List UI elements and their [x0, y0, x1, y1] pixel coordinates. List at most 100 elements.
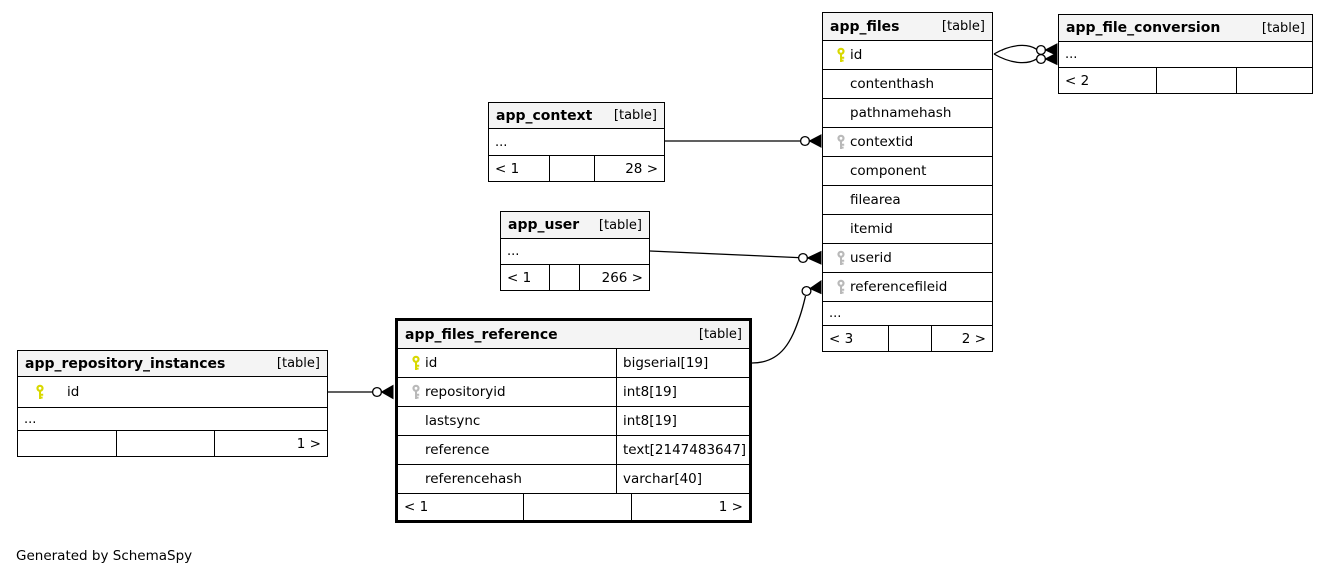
column-type: int8[19]	[616, 378, 749, 406]
column-row-itemid: itemid	[823, 215, 992, 244]
table-header[interactable]: app_user [table]	[501, 212, 649, 239]
footer-right-cell: 2 >	[931, 326, 992, 351]
table-footer: < 1 1 >	[398, 494, 749, 520]
more-columns-ellipsis: ...	[823, 302, 992, 326]
table-footer: < 1 266 >	[501, 265, 649, 290]
table-name: app_user	[508, 217, 580, 233]
table-badge: [table]	[1261, 20, 1305, 36]
column-type: text[2147483647]	[616, 436, 749, 464]
table-name: app_file_conversion	[1066, 20, 1221, 36]
table-app_files_reference[interactable]: app_files_reference[table]id bigserial[19…	[395, 318, 752, 523]
rel-app_files-app_file_conversion-2	[993, 52, 1058, 66]
column-row-pathnamehash: pathnamehash	[823, 99, 992, 128]
footer-left-cell: < 2	[1065, 72, 1090, 89]
rel-app_user-app_files	[649, 250, 822, 265]
footer-right-cell: 266 >	[579, 265, 649, 290]
footer-center-cell	[1156, 68, 1236, 93]
table-footer: 1 >	[18, 431, 327, 456]
column-type: bigserial[19]	[616, 349, 749, 377]
footer-left-cell: < 1	[507, 269, 532, 286]
column-name: pathnamehash	[850, 105, 952, 121]
table-header[interactable]: app_files_reference[table]	[398, 321, 749, 349]
primary-key-icon	[836, 47, 845, 62]
table-footer: < 3 2 >	[823, 326, 992, 351]
column-row-contenthash: contenthash	[823, 70, 992, 99]
column-name: component	[850, 163, 927, 179]
column-name: id	[67, 384, 80, 400]
table-header[interactable]: app_context [table]	[489, 103, 664, 129]
footer-left-cell: < 1	[404, 499, 429, 515]
footer-left-cell	[18, 431, 116, 456]
schemaspy-credit: Generated by SchemaSpy	[16, 548, 193, 564]
table-app_file_conversion[interactable]: app_file_conversion [table]... < 2	[1058, 14, 1313, 94]
footer-right-cell	[1236, 68, 1312, 93]
table-app_files[interactable]: app_files [table] id contenthash pathnamehas…	[822, 12, 993, 352]
more-columns-ellipsis: ...	[1059, 42, 1312, 68]
column-row-lastsync: lastsync int8[19]	[398, 407, 749, 436]
foreign-key-icon	[836, 250, 845, 265]
column-name: itemid	[850, 221, 893, 237]
column-row-userid: userid	[823, 244, 992, 273]
table-badge: [table]	[276, 356, 320, 371]
column-type: varchar[40]	[616, 465, 749, 493]
column-name: contextid	[850, 134, 914, 150]
table-header[interactable]: app_repository_instances [table]	[18, 351, 327, 377]
column-name: referencefileid	[850, 279, 948, 295]
footer-left-cell: < 1	[495, 160, 520, 177]
column-row-id: id	[18, 377, 327, 408]
column-row-repositoryid: repositoryid int8[19]	[398, 378, 749, 407]
more-columns-ellipsis: ...	[501, 239, 649, 265]
column-row-filearea: filearea	[823, 186, 992, 215]
column-row-reference: reference text[2147483647]	[398, 436, 749, 465]
column-row-id: id bigserial[19]	[398, 349, 749, 378]
column-row-referencehash: referencehash varchar[40]	[398, 465, 749, 494]
column-row-component: component	[823, 157, 992, 186]
column-name: filearea	[850, 192, 901, 208]
primary-key-icon	[411, 355, 420, 370]
table-header[interactable]: app_files [table]	[823, 13, 992, 41]
column-name: userid	[850, 250, 892, 266]
column-name: lastsync	[425, 413, 481, 429]
column-name: repositoryid	[425, 384, 506, 400]
column-row-contextid: contextid	[823, 128, 992, 157]
table-badge: [table]	[598, 217, 642, 233]
footer-left-cell: < 3	[829, 330, 854, 347]
table-badge: [table]	[941, 19, 985, 34]
column-name: contenthash	[850, 76, 935, 92]
footer-center-cell	[549, 156, 594, 181]
column-row-referencefileid: referencefileid	[823, 273, 992, 302]
column-name: id	[425, 355, 438, 371]
table-name: app_context	[496, 107, 593, 124]
column-row-id: id	[823, 41, 992, 70]
table-app_user[interactable]: app_user [table]... < 1 266 >	[500, 211, 650, 291]
table-name: app_files	[830, 18, 900, 35]
table-app_repository_instances[interactable]: app_repository_instances [table] id...1 >	[17, 350, 328, 457]
footer-center-cell	[116, 431, 214, 456]
foreign-key-icon	[836, 279, 845, 294]
column-name: referencehash	[425, 471, 522, 487]
table-badge: [table]	[698, 327, 742, 342]
more-columns-ellipsis: ...	[489, 129, 664, 156]
table-badge: [table]	[613, 108, 657, 123]
rel-app_files_reference-app_files	[751, 280, 822, 364]
footer-center-cell	[888, 326, 931, 351]
rel-app_repository_instances-app_files_reference	[328, 384, 394, 400]
rel-app_files-app_file_conversion-1	[993, 43, 1058, 57]
rel-app_context-app_files	[665, 134, 822, 148]
footer-right-cell: 28 >	[594, 156, 664, 181]
table-name: app_repository_instances	[25, 355, 226, 372]
footer-center-cell	[523, 494, 631, 520]
table-footer: < 2	[1059, 68, 1312, 93]
primary-key-icon	[35, 384, 44, 399]
more-columns-ellipsis: ...	[18, 408, 327, 431]
table-app_context[interactable]: app_context [table]... < 1 28 >	[488, 102, 665, 182]
footer-center-cell	[549, 265, 579, 290]
footer-right-cell: 1 >	[214, 431, 327, 456]
table-footer: < 1 28 >	[489, 156, 664, 181]
footer-right-cell: 1 >	[631, 494, 749, 520]
table-header[interactable]: app_file_conversion [table]	[1059, 15, 1312, 42]
column-name: reference	[425, 442, 490, 458]
column-name: id	[850, 47, 863, 63]
column-type: int8[19]	[616, 407, 749, 435]
foreign-key-icon	[836, 134, 845, 149]
